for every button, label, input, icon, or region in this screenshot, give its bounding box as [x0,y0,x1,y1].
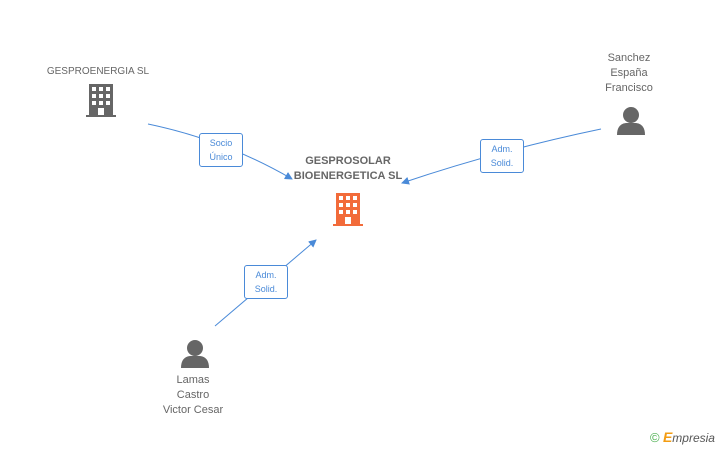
person-icon [181,340,209,368]
brand-logo-text: mpresia [672,431,715,445]
edge-label-line: Socio [209,138,233,148]
node-label-line: GESPROSOLAR [305,155,391,167]
node-label-lamas[interactable]: Lamas Castro Victor Cesar [143,373,243,418]
edge-label-line: Único [209,152,233,162]
edge-label-adm-solid-lamas: Adm. Solid. [244,265,288,299]
building-icon [333,193,363,226]
building-icon [86,84,116,117]
person-icon [617,107,645,135]
edge-label-line: Adm. [491,144,513,154]
copyright-symbol: © [650,430,660,445]
edge-label-socio-unico: Socio Único [199,133,243,167]
edge-label-line: Solid. [254,284,278,294]
brand-logo-letter: E [662,429,673,445]
edge-label-adm-solid-sanchez: Adm. Solid. [480,139,524,173]
edge-label-line: Solid. [490,158,514,168]
node-label-sanchez[interactable]: Sanchez España Francisco [579,51,679,96]
edge-label-line: Adm. [255,270,277,280]
node-label-gesproenergia[interactable]: GESPROENERGIA SL [46,66,150,77]
node-label-line: Victor Cesar [162,404,224,416]
node-label-line: España [610,67,648,79]
node-label-line: Sanchez [607,52,651,64]
node-label-line: Lamas [176,374,210,386]
node-label-line: Francisco [605,82,653,94]
node-label-line: Castro [176,389,210,401]
empresia-brand[interactable]: © Empresia [650,429,715,445]
node-label-line: BIOENERGETICA SL [293,170,403,182]
node-label-gesprosolar[interactable]: GESPROSOLAR BIOENERGETICA SL [268,154,428,184]
